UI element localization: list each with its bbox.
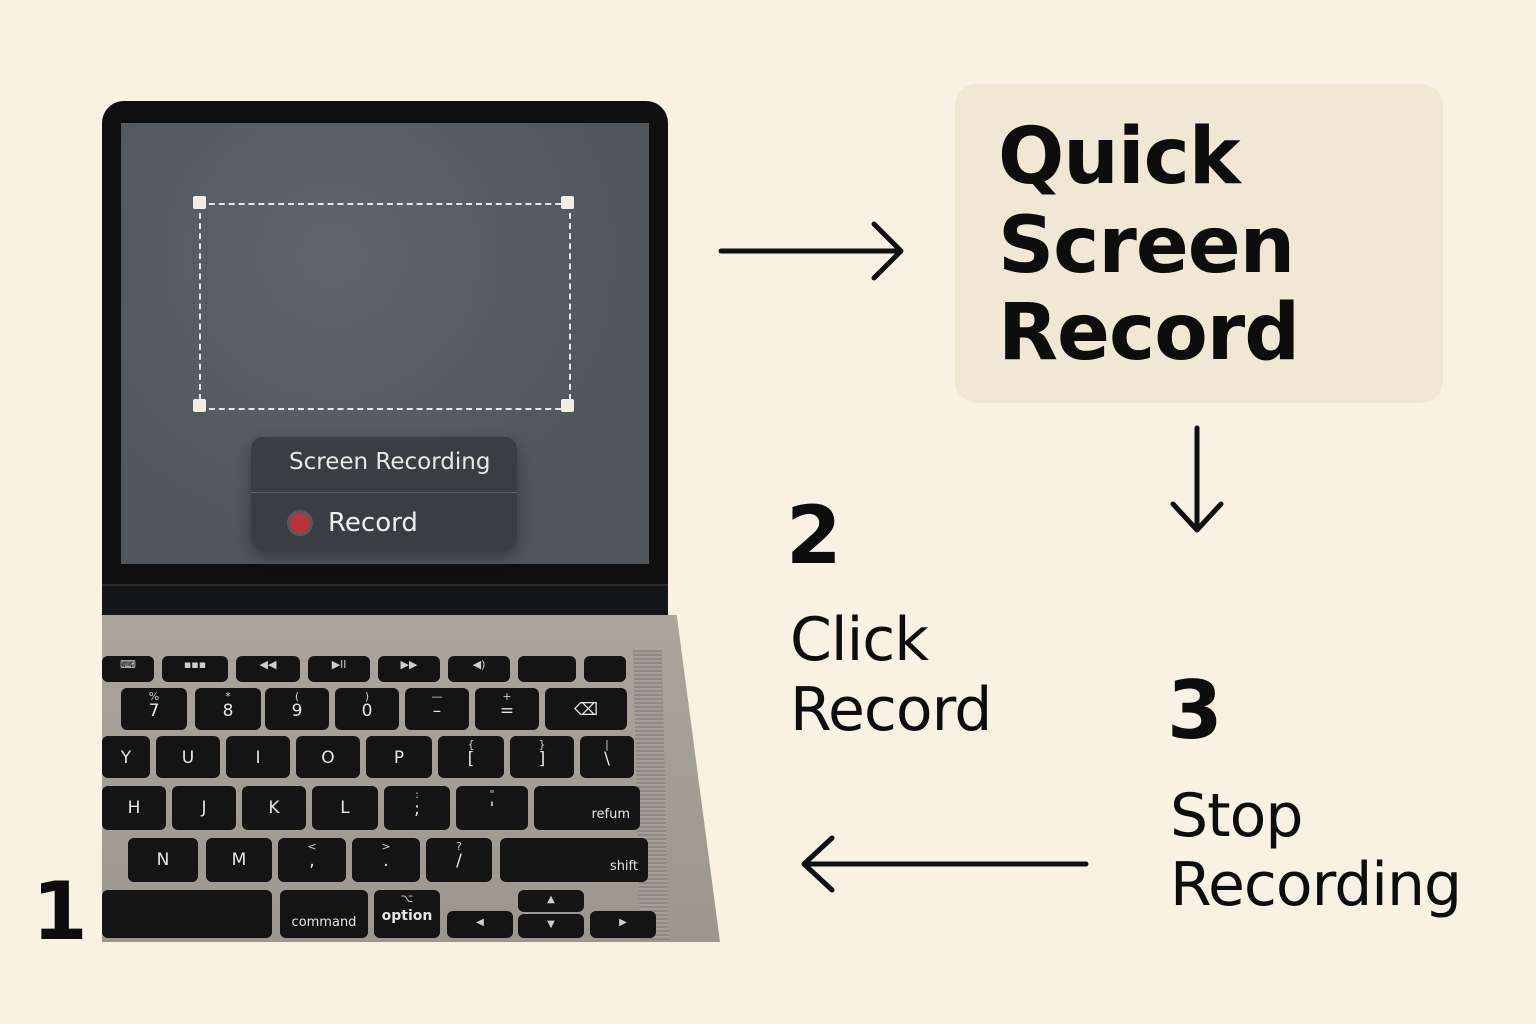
record-button[interactable]: Record <box>287 505 418 541</box>
key-equals[interactable]: += <box>475 688 539 730</box>
screen-recording-panel: Screen Recording Record <box>251 437 517 550</box>
step-2-line-2: Record <box>790 675 992 745</box>
key-fn-7[interactable] <box>518 656 576 682</box>
key-left-bracket[interactable]: {[ <box>438 736 504 778</box>
key-fn-8[interactable] <box>584 656 626 682</box>
key-space[interactable] <box>102 890 272 938</box>
key-arrow-right[interactable]: ▶ <box>590 911 656 938</box>
step-3-line-1: Stop <box>1170 781 1303 851</box>
key-fn-3[interactable]: ◀◀ <box>236 656 300 682</box>
key-m[interactable]: M <box>206 838 272 882</box>
key-semicolon[interactable]: :; <box>384 786 450 830</box>
key-period[interactable]: >. <box>352 838 420 882</box>
record-dot-icon <box>287 510 313 536</box>
option-symbol-icon: ⌥ <box>400 892 414 905</box>
key-7[interactable]: %7 <box>121 688 187 730</box>
step-3-number: 3 <box>1167 664 1223 757</box>
key-slash[interactable]: ?/ <box>426 838 492 882</box>
step-2-line-1: Click <box>790 605 929 675</box>
key-arrow-down[interactable]: ▼ <box>518 914 584 938</box>
key-fn-5[interactable]: ▶▶ <box>378 656 440 682</box>
key-comma[interactable]: <, <box>278 838 346 882</box>
panel-divider <box>251 492 517 493</box>
key-fn-4[interactable]: ▶ll <box>308 656 370 682</box>
key-j[interactable]: J <box>172 786 236 830</box>
title-line-3: Record <box>998 288 1300 378</box>
key-n[interactable]: N <box>128 838 198 882</box>
key-h[interactable]: H <box>102 786 166 830</box>
key-fn-1[interactable]: ⌨ <box>102 656 154 682</box>
key-shift[interactable]: shift <box>500 838 648 882</box>
record-button-label: Record <box>328 508 418 538</box>
key-8[interactable]: *8 <box>195 688 261 730</box>
key-right-bracket[interactable]: }] <box>510 736 574 778</box>
key-fn-6[interactable]: ◀) <box>448 656 510 682</box>
key-backslash[interactable]: |\ <box>580 736 634 778</box>
arrow-down-to-step3 <box>1170 425 1224 533</box>
key-minus[interactable]: —– <box>405 688 469 730</box>
key-arrow-up[interactable]: ▲ <box>518 890 584 912</box>
laptop-illustration: Screen Recording Record ⌨ ▪▪▪ ◀◀ ▶ll ▶▶ … <box>0 0 760 960</box>
selection-handle-top-right[interactable] <box>561 196 574 209</box>
key-quote[interactable]: "' <box>456 786 528 830</box>
step-3-line-2: Recording <box>1170 850 1462 920</box>
title-card: Quick Screen Record <box>955 84 1443 403</box>
arrow-right-icon: ▶ <box>619 917 627 928</box>
key-p[interactable]: P <box>366 736 432 778</box>
key-y[interactable]: Y <box>102 736 150 778</box>
key-i[interactable]: I <box>226 736 290 778</box>
selection-rectangle[interactable] <box>199 203 571 410</box>
delete-icon: ⌫ <box>573 700 599 720</box>
arrow-up-icon: ▲ <box>547 894 555 905</box>
title-line-2: Screen <box>998 201 1295 291</box>
key-0[interactable]: )0 <box>335 688 399 730</box>
selection-handle-bottom-left[interactable] <box>193 399 206 412</box>
key-o[interactable]: O <box>296 736 360 778</box>
key-fn-2[interactable]: ▪▪▪ <box>162 656 228 682</box>
key-command[interactable]: command <box>280 890 368 938</box>
selection-handle-bottom-right[interactable] <box>561 399 574 412</box>
laptop-hinge <box>102 584 668 619</box>
step-1-number: 1 <box>32 865 88 958</box>
key-return[interactable]: refum <box>534 786 640 830</box>
key-9[interactable]: (9 <box>265 688 329 730</box>
title-line-1: Quick <box>998 112 1241 202</box>
screen-recording-title: Screen Recording <box>289 449 491 475</box>
key-option[interactable]: ⌥option <box>374 890 440 938</box>
key-arrow-left[interactable]: ◀ <box>447 911 513 938</box>
arrow-left-to-laptop <box>801 835 1089 893</box>
key-u[interactable]: U <box>156 736 220 778</box>
key-k[interactable]: K <box>242 786 306 830</box>
arrow-left-icon: ◀ <box>476 917 484 928</box>
key-l[interactable]: L <box>312 786 378 830</box>
arrow-right-to-title <box>718 221 904 281</box>
key-delete[interactable]: ⌫ <box>545 688 627 730</box>
arrow-down-icon: ▼ <box>547 919 555 930</box>
selection-handle-top-left[interactable] <box>193 196 206 209</box>
step-2-number: 2 <box>786 489 842 582</box>
